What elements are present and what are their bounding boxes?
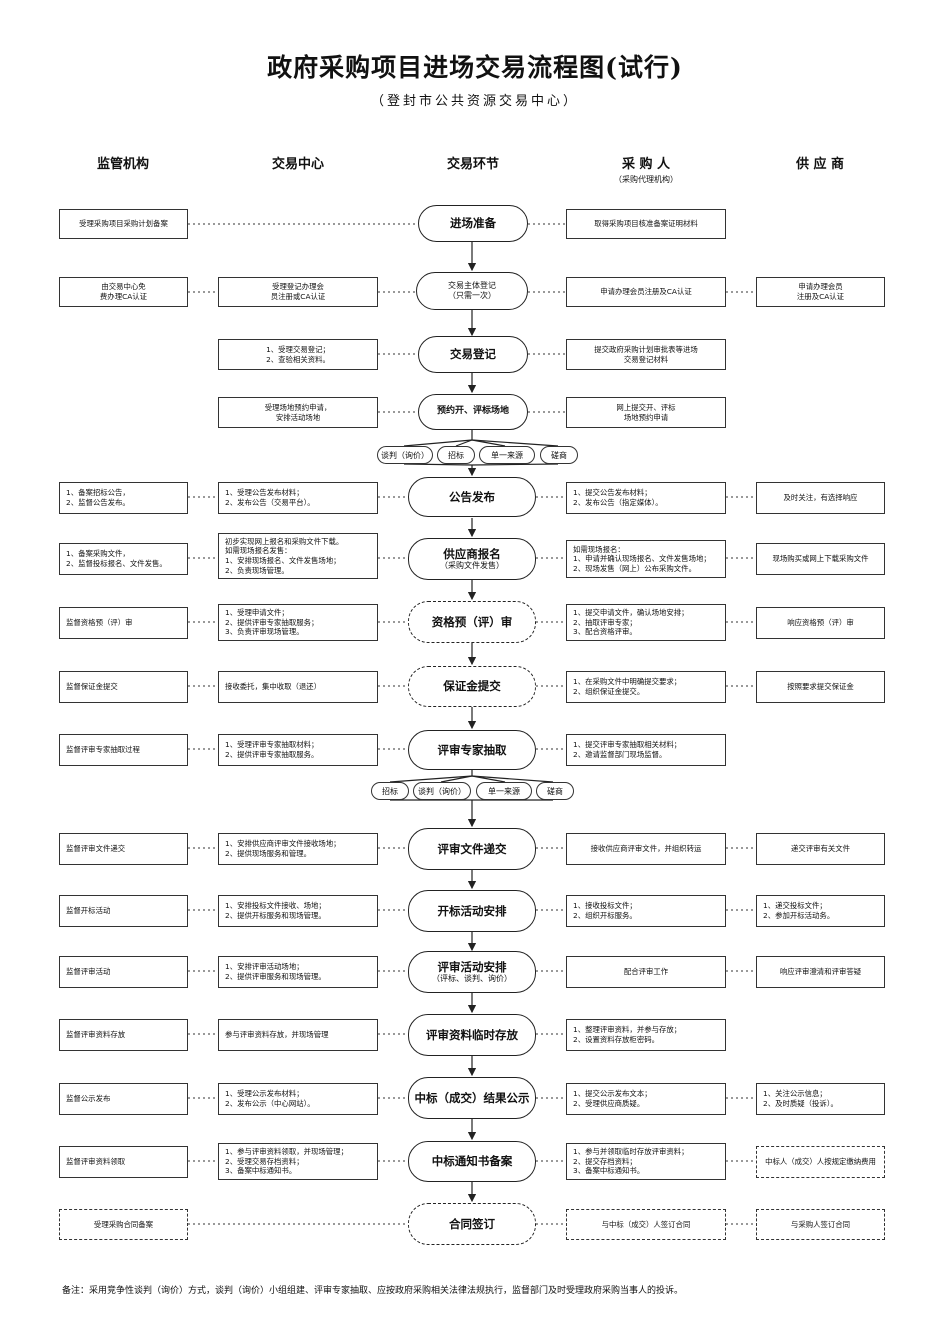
supplier-box: 1、递交投标文件； 2、参加开标活动务。: [756, 895, 885, 927]
purchaser-box: 接收供应商评审文件，并组织转运: [566, 833, 726, 865]
center-box: 1、安排评审活动场地； 2、提供评审服务和现场管理。: [218, 956, 378, 988]
purchaser-box: 1、接收投标文件； 2、组织开标服务。: [566, 895, 726, 927]
supervision-box: 受理采购合同备案: [59, 1209, 188, 1240]
purchaser-box: 1、提交申请文件，确认场地安排； 2、抽取评审专家； 3、配合资格评审。: [566, 604, 726, 641]
supplier-box: 中标人（成交）人按规定缴纳费用: [756, 1146, 885, 1178]
center-box: 1、受理评审专家抽取材料； 2、提供评审专家抽取服务。: [218, 734, 378, 766]
column-subheader-purchaser: （采购代理机构）: [614, 175, 678, 184]
page-title: 政府采购项目进场交易流程图(试行): [267, 53, 683, 82]
purchaser-box: 1、参与并领取临时存放评审资料； 2、提交存档资料； 3、备案中标通知书。: [566, 1143, 726, 1180]
stage-node-announcement: 公告发布: [408, 477, 536, 517]
stage-node-evaluation: 评审活动安排（评标、谈判、询价）: [408, 951, 536, 993]
stage-node-expert-selection: 评审专家抽取: [408, 730, 536, 770]
stage-node-contract-signing: 合同签订: [408, 1203, 536, 1245]
center-box: 参与评审资料存放，并现场管理: [218, 1019, 378, 1051]
supervision-box: 监督保证金提交: [59, 671, 188, 703]
supervision-box: 受理采购项目采购计划备案: [59, 209, 188, 239]
purchaser-box: 1、整理评审资料，并参与存放； 2、设置资料存放柜密码。: [566, 1019, 726, 1051]
stage-node-award-notice-filing: 中标通知书备案: [408, 1141, 536, 1182]
center-box: 1、受理交易登记； 2、查验相关资料。: [218, 339, 378, 370]
purchaser-box: 1、在采购文件中明确提交要求； 2、组织保证金提交。: [566, 671, 726, 703]
purchaser-box: 配合评审工作: [566, 956, 726, 988]
supplier-box: 按照要求提交保证金: [756, 671, 885, 703]
supervision-box: 监督评审活动: [59, 956, 188, 988]
center-box: 1、受理申请文件； 2、提供评审专家抽取服务； 3、负责评审现场管理。: [218, 604, 378, 641]
branch-merge-line: [403, 463, 559, 466]
stage-node-qualification-review: 资格预（评）审: [408, 601, 536, 643]
branch-option-consultation: 磋商: [536, 782, 574, 800]
stage-node-deposit: 保证金提交: [408, 666, 536, 707]
supplier-box: 响应资格预（评）审: [756, 607, 885, 639]
supervision-box: 1、备案采购文件， 2、监督投标报名、文件发售。: [59, 543, 188, 575]
stage-node-subject-registration: 交易主体登记（只需一次）: [416, 272, 528, 310]
stage-node-venue-booking: 预约开、评标场地: [418, 394, 528, 430]
supervision-box: 由交易中心免 费办理CA认证: [59, 277, 188, 307]
supplier-box: 及时关注，有选择响应: [756, 482, 885, 514]
purchaser-box: 如需现场报名： 1、申请并确认现场报名、文件发售场地； 2、现场发售（网上）公布…: [566, 540, 726, 578]
branch-option-tender: 招标: [371, 782, 409, 800]
supervision-box: 1、备案招标公告， 2、监督公告发布。: [59, 482, 188, 514]
center-box: 1、安排投标文件接收、场地； 2、提供开标服务和现场管理。: [218, 895, 378, 927]
supervision-box: 监督评审资料领取: [59, 1146, 188, 1178]
purchaser-box: 1、提交公示发布文本； 2、受理供应商质疑。: [566, 1083, 726, 1115]
branch-option-consultation: 磋商: [540, 446, 578, 464]
supplier-box: 递交评审有关文件: [756, 833, 885, 865]
supervision-box: 监督评审专家抽取过程: [59, 734, 188, 766]
stage-node-result-publicity: 中标（成交）结果公示: [408, 1077, 536, 1119]
center-box: 初步实现网上报名和采购文件下载。 如需现场报名发售： 1、安排现场报名、文件发售…: [218, 533, 378, 579]
supervision-box: 监督评审资料存放: [59, 1019, 188, 1051]
center-box: 受理登记办理会 员注册或CA认证: [218, 277, 378, 307]
center-box: 1、参与评审资料领取，并现场管理； 2、受理交易存档资料； 3、备案中标通知书。: [218, 1143, 378, 1180]
stage-node-supplier-registration: 供应商报名（采购文件发售）: [408, 538, 536, 580]
supervision-box: 监督公示发布: [59, 1083, 188, 1115]
column-header-stage: 交易环节: [446, 157, 499, 172]
supervision-box: 监督评审文件递交: [59, 833, 188, 865]
center-box: 受理场地预约申请， 安排活动场地: [218, 397, 378, 428]
supervision-box: 监督开标活动: [59, 895, 188, 927]
branch-line: [440, 775, 473, 783]
page-subtitle: （登封市公共资源交易中心）: [370, 94, 579, 109]
center-box: 1、受理公示发布材料； 2、发布公示（中心网站）。: [218, 1083, 378, 1115]
branch-line: [471, 439, 506, 447]
purchaser-box: 1、提交公告发布材料； 2、发布公告（指定媒体）。: [566, 482, 726, 514]
center-box: 1、安排供应商评审文件接收场地； 2、提供现场服务和管理。: [218, 833, 378, 865]
purchaser-box: 申请办理会员注册及CA认证: [566, 277, 726, 307]
supplier-box: 申请办理会员 注册及CA认证: [756, 277, 885, 307]
branch-option-single-source: 单一来源: [476, 782, 532, 800]
column-header-trading-center: 交易中心: [271, 157, 324, 172]
purchaser-box: 取得采购项目核准备案证明材料: [566, 209, 726, 239]
center-box: 1、受理公告发布材料； 2、发布公告（交易平台）。: [218, 482, 378, 514]
stage-node-entry-prep: 进场准备: [418, 205, 528, 242]
branch-line: [389, 775, 473, 783]
branch-option-negotiation: 谈判（询价）: [413, 782, 471, 800]
column-header-purchaser: 采 购 人: [621, 157, 671, 172]
supplier-box: 1、关注公示信息； 2、及时质疑（投诉）。: [756, 1083, 885, 1115]
supervision-box: 监督资格预（评）审: [59, 607, 188, 639]
stage-node-temporary-storage: 评审资料临时存放: [408, 1014, 536, 1056]
column-header-supervision: 监管机构: [96, 157, 149, 172]
branch-line: [455, 439, 473, 447]
footnote: 备注：采用竞争性谈判（询价）方式，谈判（询价）小组组建、评审专家抽取、应按政府采…: [62, 1286, 684, 1296]
stage-node-trade-registration: 交易登记: [418, 336, 528, 373]
branch-line: [471, 775, 554, 783]
stage-node-bid-opening: 开标活动安排: [408, 890, 536, 932]
column-header-supplier: 供 应 商: [795, 157, 845, 172]
branch-option-negotiation: 谈判（询价）: [377, 446, 433, 464]
supplier-box: 与采购人签订合同: [756, 1209, 885, 1240]
supplier-box: 响应评审澄清和评审答疑: [756, 956, 885, 988]
branch-line: [471, 439, 559, 447]
purchaser-box: 提交政府采购计划审批表等进场 交易登记材料: [566, 339, 726, 370]
branch-line: [403, 439, 473, 447]
branch-option-tender: 招标: [437, 446, 475, 464]
supplier-box: 现场购买或网上下载采购文件: [756, 543, 885, 575]
branch-option-single-source: 单一来源: [479, 446, 535, 464]
purchaser-box: 网上提交开、评标 场地预约申请: [566, 397, 726, 428]
stage-node-document-submission: 评审文件递交: [408, 828, 536, 870]
center-box: 接收委托，集中收取（退还）: [218, 671, 378, 703]
purchaser-box: 1、提交评审专家抽取相关材料； 2、邀请监督部门现场监督。: [566, 734, 726, 766]
purchaser-box: 与中标（成交）人签订合同: [566, 1209, 726, 1240]
